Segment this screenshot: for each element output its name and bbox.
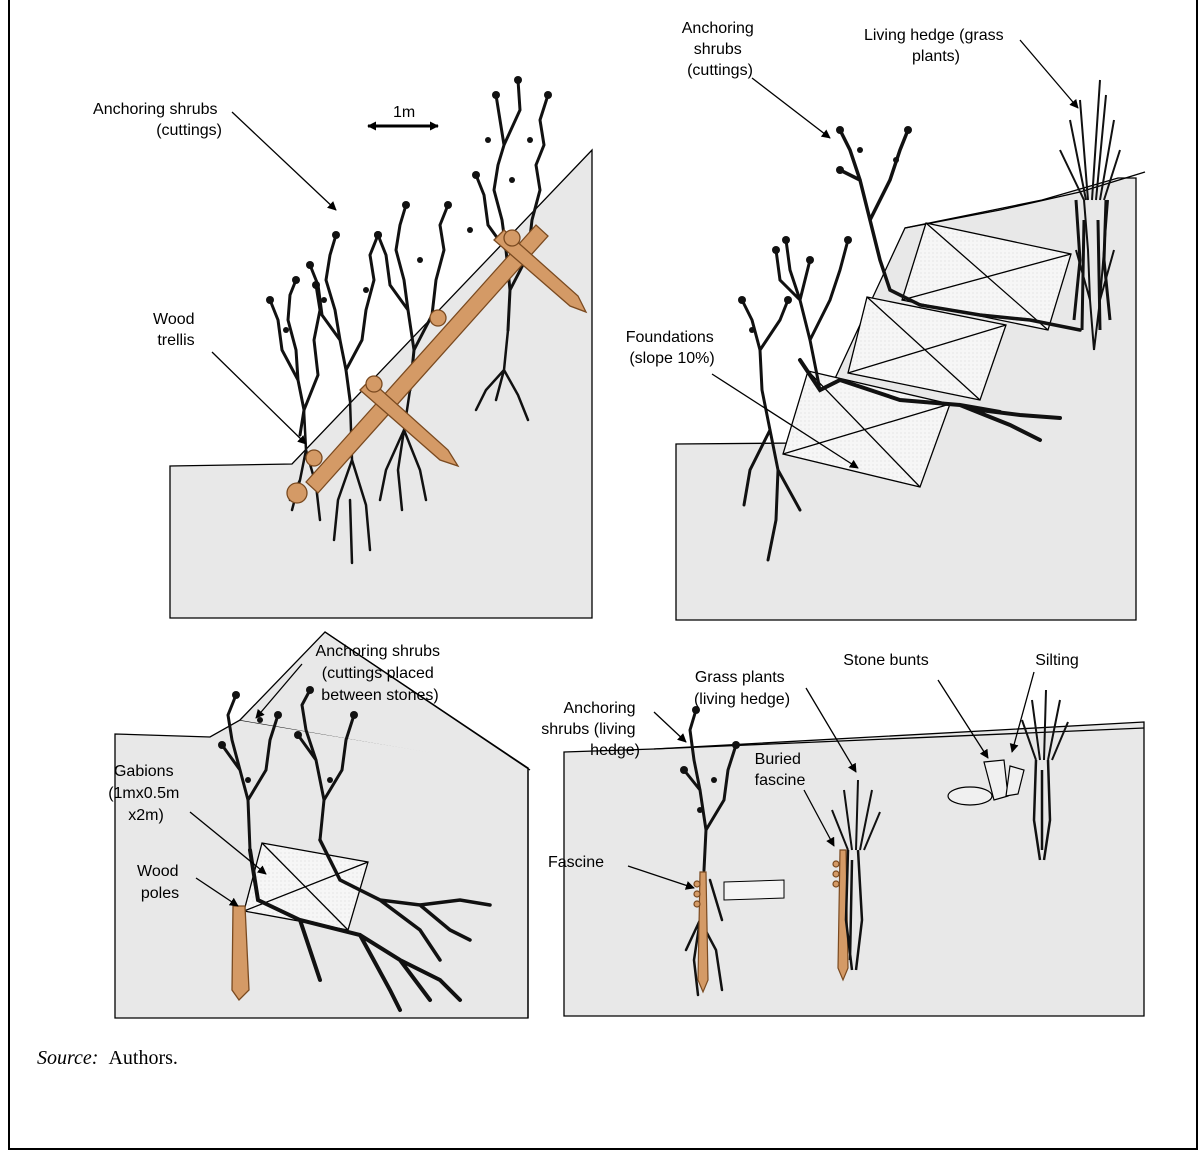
- anchoring-shrubs-label: Anchoring shrubs (cuttings placed betwee…: [316, 643, 445, 704]
- source-text: Authors.: [108, 1047, 177, 1069]
- panel-wood-trellis: 1m Anchoring shrubs (cuttings) Wood trel…: [93, 76, 592, 618]
- wood-trellis-label: Wood trellis: [153, 311, 199, 349]
- shrubs-arrow: [654, 712, 686, 742]
- panel-gabions: Anchoring shrubs (cuttings placed betwee…: [108, 632, 530, 1018]
- hedge-arrow: [1020, 40, 1078, 108]
- silting-label: Silting: [1035, 652, 1079, 669]
- fascine-label: Fascine: [548, 854, 604, 871]
- scale-label: 1m: [393, 104, 415, 121]
- shrubs-arrow: [232, 112, 336, 210]
- shrubs-arrow: [752, 78, 830, 138]
- foundations-label: Foundations (slope 10%): [626, 329, 719, 367]
- grass-plants-label: Grass plants (living hedge): [694, 669, 790, 708]
- panel-foundations: Anchoring shrubs (cuttings) Living hedge…: [626, 20, 1145, 620]
- source-prefix: Source:: [37, 1047, 98, 1069]
- anchoring-shrubs-label: Anchoring shrubs (living hedge): [541, 700, 640, 759]
- source-caption: Source: Authors.: [37, 1047, 178, 1070]
- anchoring-shrubs-label: Anchoring shrubs (cuttings): [682, 20, 759, 79]
- silting-deposit: [724, 880, 784, 900]
- panel-living-hedges: Anchoring shrubs (living hedge) Grass pl…: [541, 652, 1144, 1016]
- living-hedge-label: Living hedge (grass plants): [864, 27, 1008, 65]
- stone-bunts-label: Stone bunts: [843, 652, 928, 669]
- anchoring-shrubs-label: Anchoring shrubs (cuttings): [93, 101, 222, 139]
- slope-ground: [564, 722, 1144, 1016]
